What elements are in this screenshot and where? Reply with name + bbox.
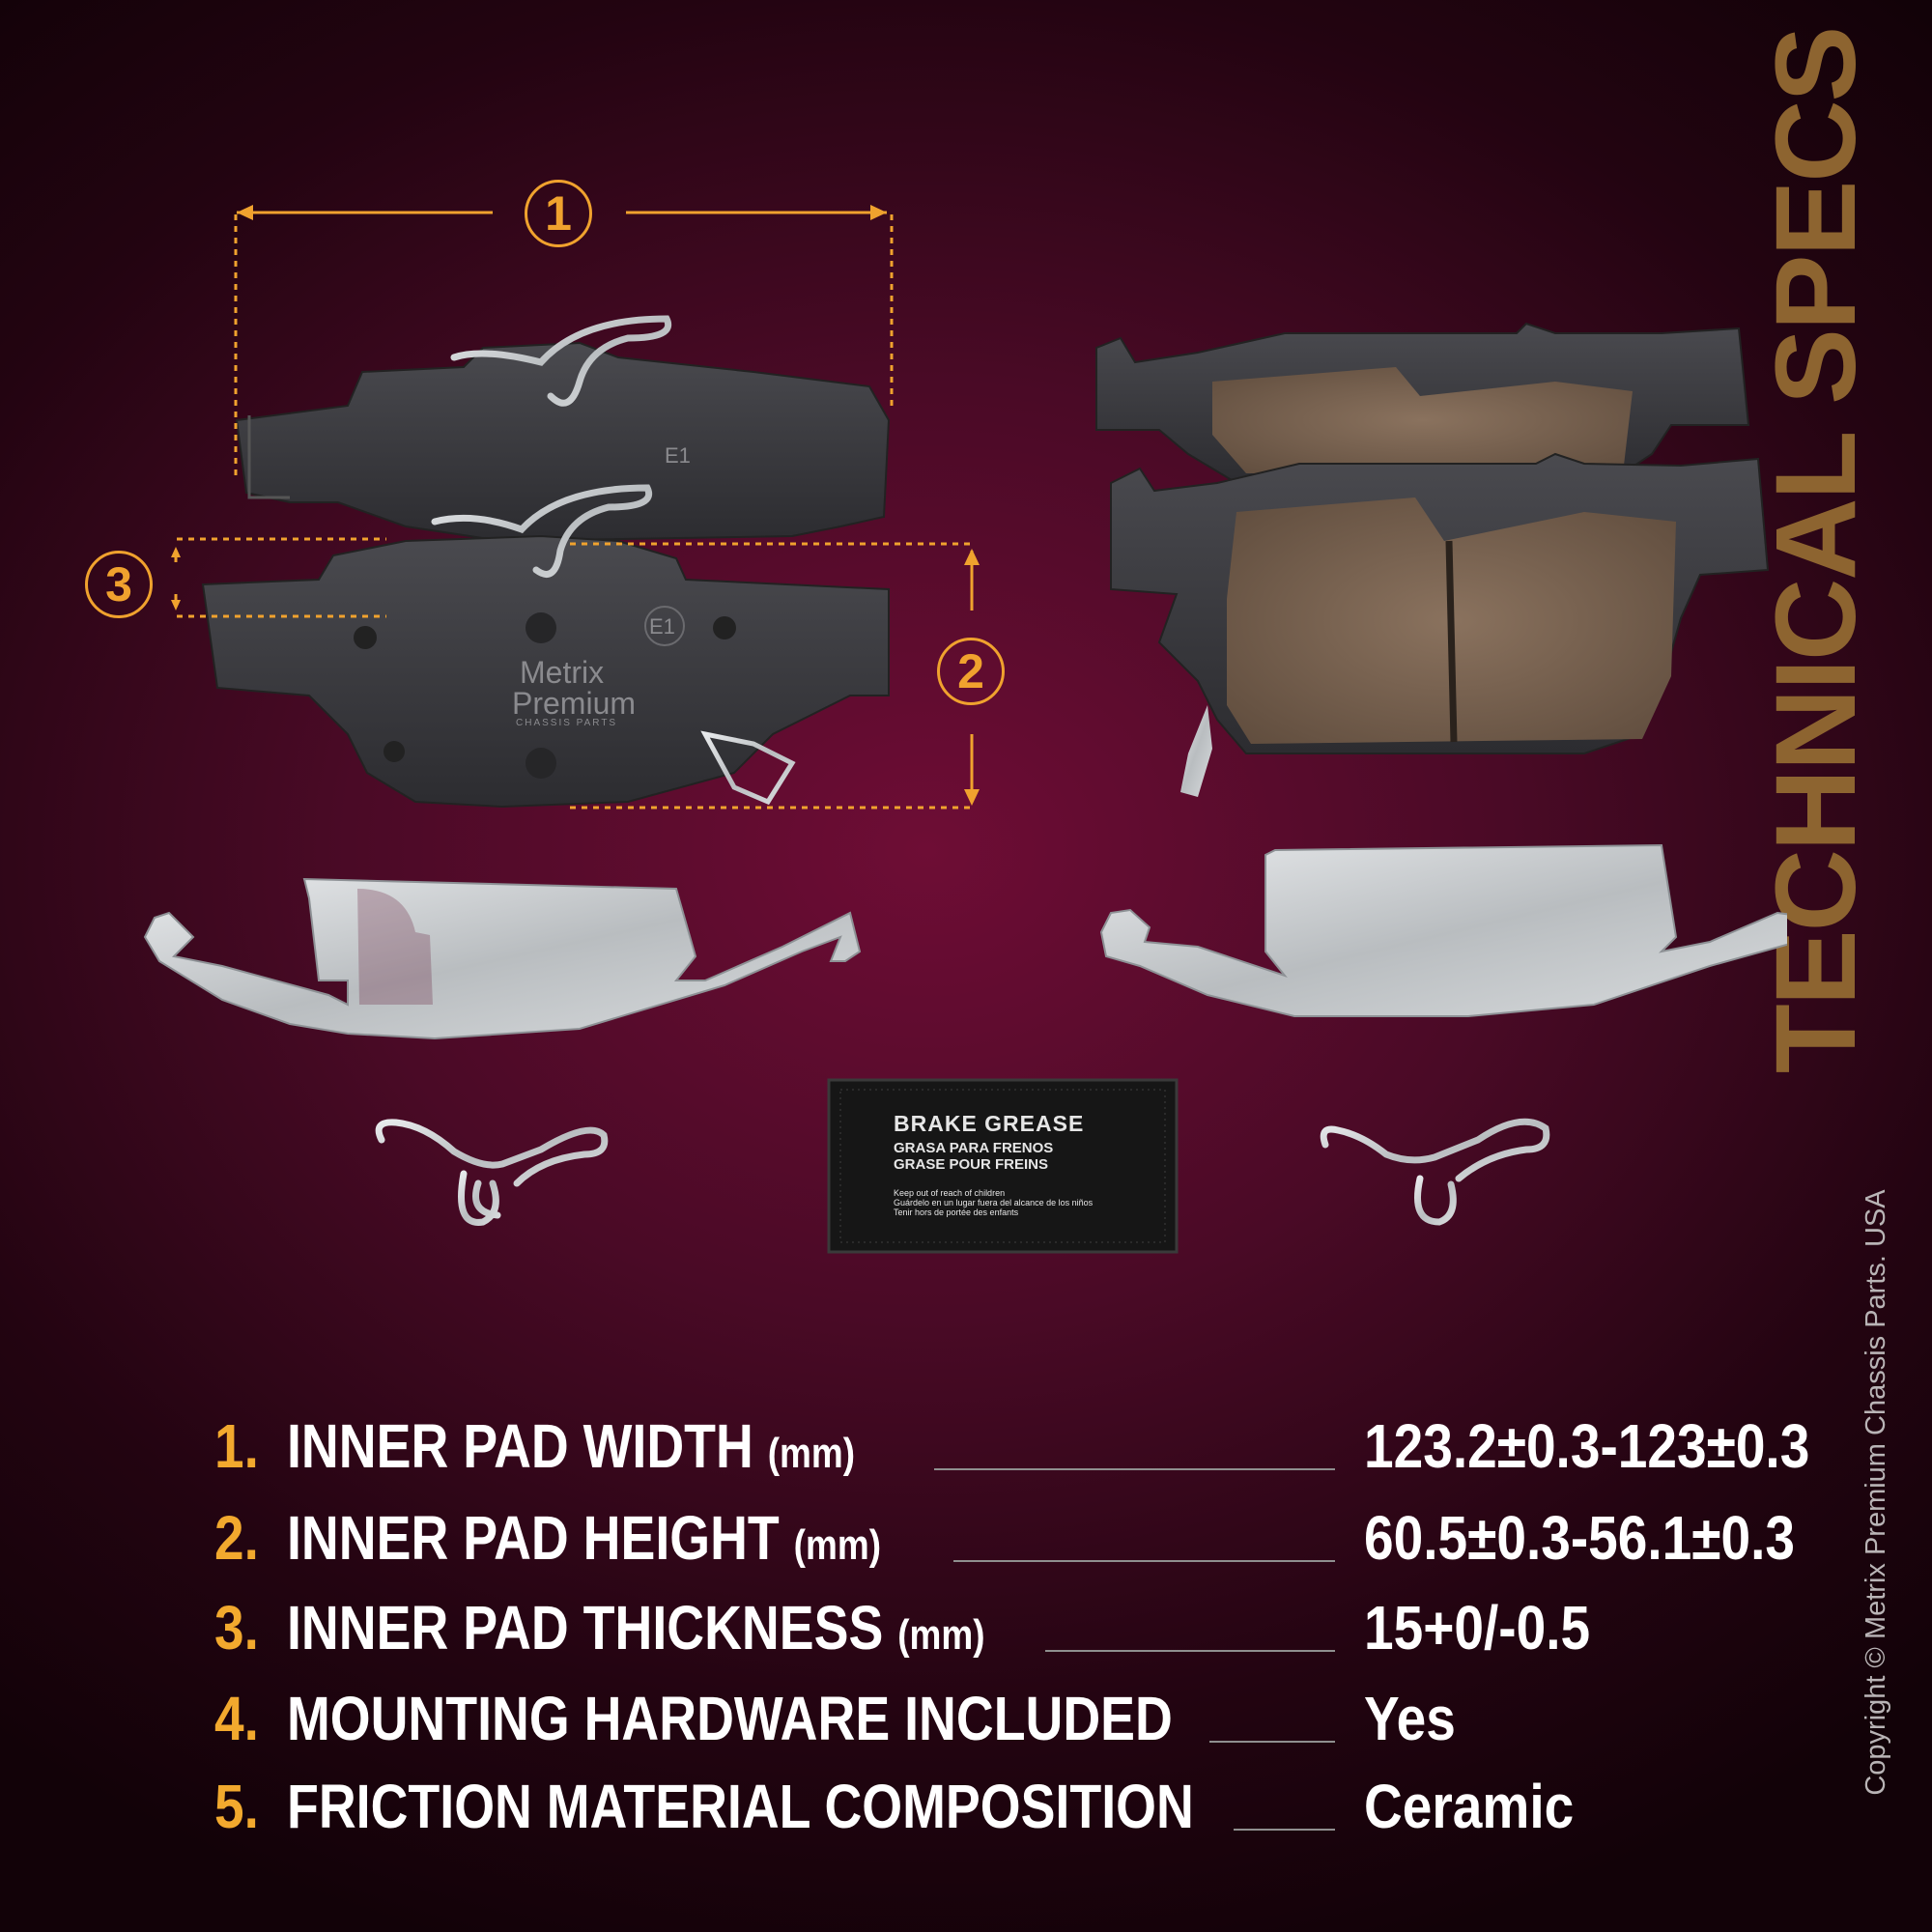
grease-line2: GRASA PARA FRENOS (894, 1140, 1054, 1156)
spec-leader-line (1209, 1741, 1335, 1743)
spec-label: MOUNTING HARDWARE INCLUDED (287, 1683, 1173, 1754)
grease-packet-label: BRAKE GREASE GRASA PARA FRENOS GRASE POU… (894, 1111, 1093, 1217)
grease-line3: GRASE POUR FREINS (894, 1156, 1049, 1173)
right-front-pad (1110, 452, 1770, 797)
callout-3: 3 (85, 551, 153, 618)
spec-leader-line (953, 1560, 1335, 1562)
pad-e1-mark-rear: E1 (665, 443, 691, 468)
spec-value: Yes (1364, 1684, 1456, 1753)
spec-label-text: FRICTION MATERIAL COMPOSITION (287, 1772, 1194, 1841)
spec-number: 5. (214, 1772, 259, 1841)
left-rear-pad (235, 341, 891, 543)
spec-label: INNER PAD HEIGHT (mm) (287, 1502, 881, 1574)
spec-number: 3. (214, 1593, 259, 1662)
grease-warning-3: Tenir hors de portée des enfants (894, 1208, 1019, 1217)
spec-leader-line (1234, 1829, 1335, 1831)
brand-chassis-parts: CHASSIS PARTS (516, 718, 618, 728)
left-pad-spring-clips (431, 315, 796, 806)
copyright-notice: Copyright © Metrix Premium Chassis Parts… (1861, 1189, 1891, 1796)
spec-number: 2. (214, 1503, 259, 1573)
grease-title: BRAKE GREASE (894, 1111, 1085, 1136)
spec-leader-line (934, 1468, 1335, 1470)
brand-premium: Premium (512, 686, 637, 721)
callout-1: 1 (525, 180, 592, 247)
spec-row-height: 2. INNER PAD HEIGHT (mm) 60.5±0.3-56.1±0… (214, 1502, 1857, 1579)
spec-label-text: INNER PAD HEIGHT (287, 1503, 780, 1573)
spring-clips (375, 1118, 1550, 1226)
product-illustration (143, 205, 1787, 1254)
right-abutment-clip (1099, 843, 1787, 1017)
grease-warning-2: Guárdelo en un lugar fuera del alcance d… (894, 1198, 1094, 1208)
dimension-guides (171, 205, 980, 810)
spec-number: 1. (214, 1411, 259, 1481)
pad-e1-mark-front: E1 (649, 614, 675, 639)
right-rear-pad (1095, 322, 1750, 485)
spec-label-text: MOUNTING HARDWARE INCLUDED (287, 1684, 1173, 1753)
spec-unit: (mm) (793, 1521, 882, 1569)
spec-value: 15+0/-0.5 (1364, 1593, 1591, 1662)
spec-row-width: 1. INNER PAD WIDTH (mm) 123.2±0.3-123±0.… (214, 1410, 1857, 1488)
spec-value: 60.5±0.3-56.1±0.3 (1364, 1503, 1796, 1573)
spec-label: FRICTION MATERIAL COMPOSITION (287, 1771, 1194, 1842)
spec-unit: (mm) (767, 1430, 856, 1477)
spec-value: 123.2±0.3-123±0.3 (1364, 1411, 1810, 1481)
brand-name: Metrix (520, 655, 605, 690)
callout-2: 2 (937, 638, 1005, 705)
spec-label-text: INNER PAD THICKNESS (287, 1593, 884, 1662)
spec-row-friction-material: 5. FRICTION MATERIAL COMPOSITION Ceramic (214, 1771, 1857, 1848)
brake-grease-packet (827, 1078, 1179, 1254)
spec-label: INNER PAD THICKNESS (mm) (287, 1592, 985, 1663)
grease-warning-1: Keep out of reach of children (894, 1188, 1006, 1198)
spec-number: 4. (214, 1684, 259, 1753)
spec-label: INNER PAD WIDTH (mm) (287, 1410, 855, 1482)
spec-row-thickness: 3. INNER PAD THICKNESS (mm) 15+0/-0.5 (214, 1592, 1857, 1669)
spec-label-text: INNER PAD WIDTH (287, 1411, 753, 1481)
left-abutment-clip (143, 877, 862, 1040)
spec-row-hardware: 4. MOUNTING HARDWARE INCLUDED Yes (214, 1683, 1857, 1760)
spec-leader-line (1045, 1650, 1335, 1652)
spec-value: Ceramic (1364, 1772, 1575, 1841)
spec-unit: (mm) (897, 1611, 985, 1659)
pad-brand-logo: Metrix Premium CHASSIS PARTS (452, 657, 636, 728)
